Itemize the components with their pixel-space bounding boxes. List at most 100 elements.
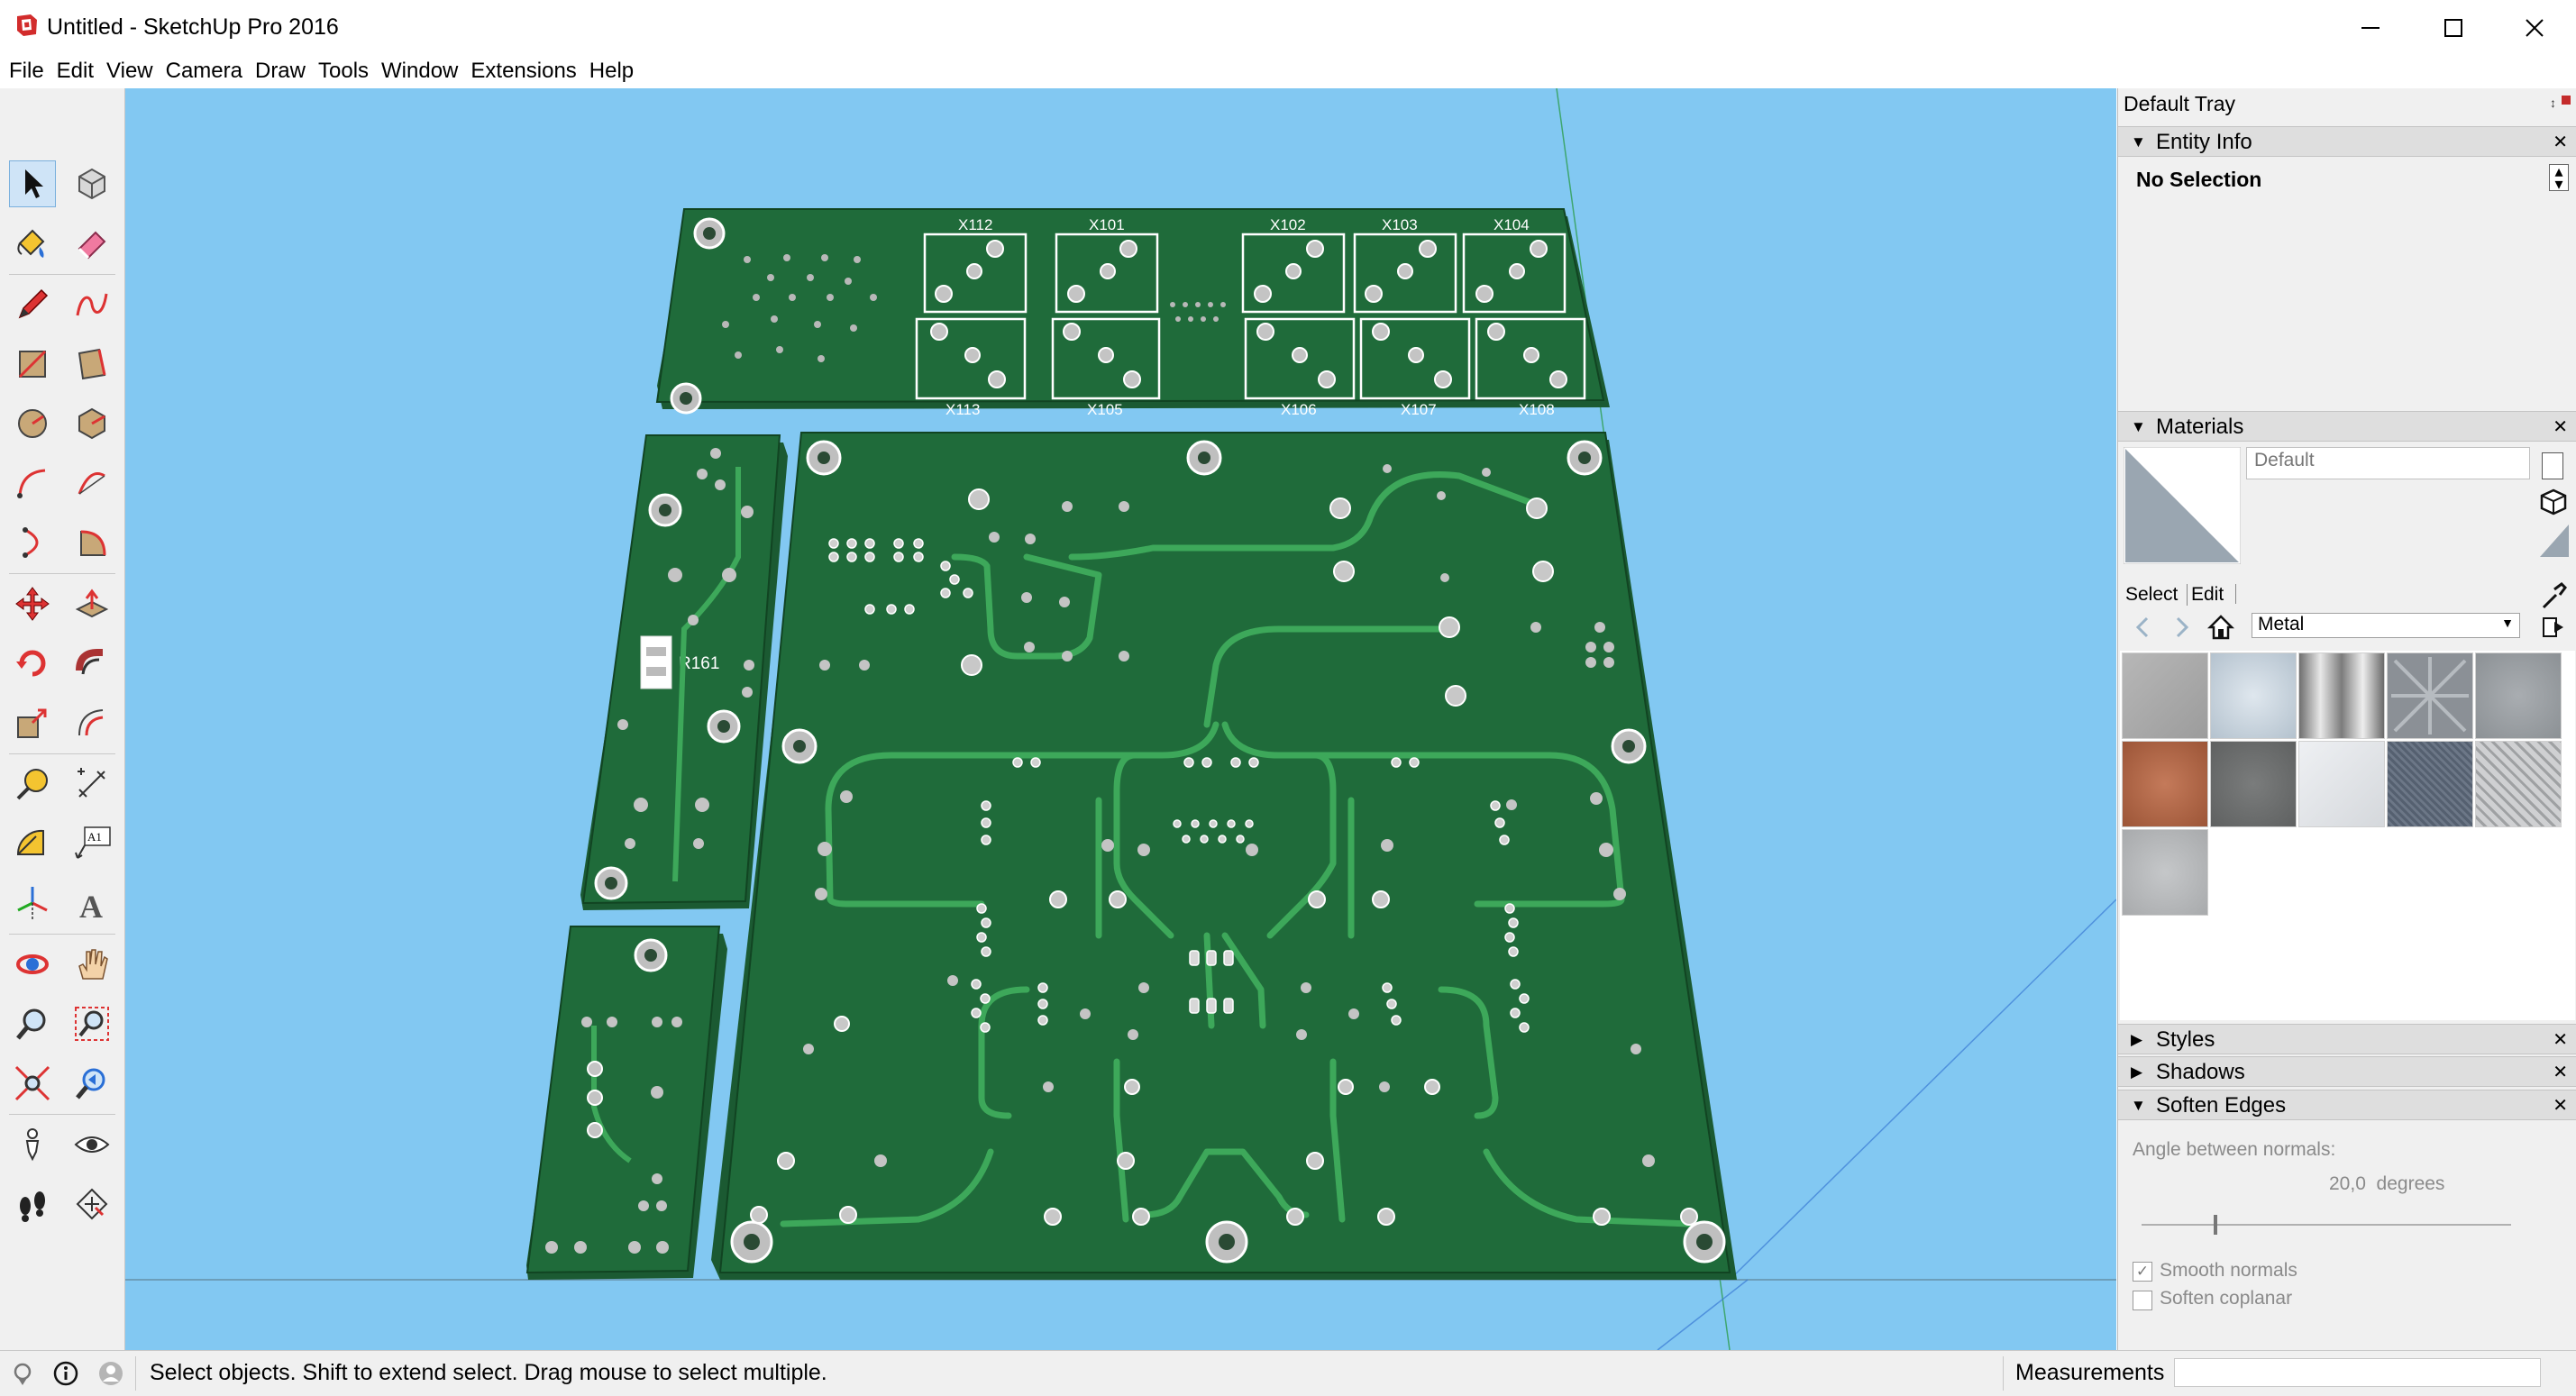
material-swatch[interactable]	[2210, 652, 2297, 739]
position-camera-tool[interactable]	[9, 1121, 56, 1168]
three-point-arc-tool[interactable]	[9, 519, 56, 566]
entity-info-detail-toggle-icon[interactable]: ▴▾	[2549, 163, 2569, 192]
zoom-tool[interactable]	[9, 1000, 56, 1047]
paint-bucket-tool[interactable]	[9, 220, 56, 267]
materials-tab-select[interactable]: Select	[2125, 584, 2179, 605]
arrow-cursor-icon	[25, 169, 43, 198]
maximize-button[interactable]	[2412, 0, 2495, 56]
smooth-normals-checkbox[interactable]: ✓	[2133, 1262, 2152, 1282]
paint-cube-icon[interactable]	[2538, 487, 2569, 517]
default-material-swatch-icon[interactable]	[2540, 525, 2569, 557]
menu-window[interactable]: Window	[381, 59, 459, 83]
tray-pin-icon[interactable]: ↕	[2550, 96, 2556, 110]
arc-tool[interactable]	[9, 460, 56, 506]
sample-paint-eyedropper-icon[interactable]	[2538, 580, 2569, 611]
materials-header[interactable]: ▼ Materials ✕	[2118, 411, 2576, 442]
menu-draw[interactable]: Draw	[254, 59, 306, 83]
follow-me-tool[interactable]	[69, 640, 115, 687]
soften-edges-header[interactable]: ▼ Soften Edges ✕	[2118, 1090, 2576, 1120]
dimension-tool[interactable]	[69, 761, 115, 807]
circle-tool[interactable]	[9, 400, 56, 447]
push-pull-tool[interactable]	[69, 580, 115, 627]
shadows-header[interactable]: ▶ Shadows ✕	[2118, 1056, 2576, 1087]
entity-info-header[interactable]: ▼ Entity Info ✕	[2118, 126, 2576, 157]
pcb-small-board[interactable]	[525, 926, 727, 1280]
menu-camera[interactable]: Camera	[165, 59, 242, 83]
scale-tool[interactable]	[9, 699, 56, 746]
material-swatch[interactable]	[2298, 652, 2385, 739]
material-swatch[interactable]	[2298, 741, 2385, 827]
rotate-tool[interactable]	[9, 640, 56, 687]
move-tool[interactable]	[9, 580, 56, 627]
tape-measure-tool[interactable]	[9, 761, 56, 807]
menu-help[interactable]: Help	[589, 59, 635, 83]
create-material-icon[interactable]	[2542, 452, 2563, 479]
slider-thumb[interactable]	[2214, 1215, 2217, 1235]
3d-text-tool[interactable]: A	[69, 880, 115, 926]
close-icon[interactable]: ✕	[2553, 1063, 2568, 1082]
eraser-tool[interactable]	[69, 220, 115, 267]
menu-extensions[interactable]: Extensions	[470, 59, 577, 83]
two-point-arc-tool[interactable]	[69, 460, 115, 506]
material-name-field[interactable]: Default	[2246, 447, 2530, 479]
previous-view-tool[interactable]	[69, 1060, 115, 1107]
close-icon[interactable]: ✕	[2553, 1030, 2568, 1050]
material-swatch[interactable]	[2387, 652, 2473, 739]
menu-view[interactable]: View	[106, 59, 153, 83]
section-plane-tool[interactable]	[69, 1181, 115, 1227]
pan-tool[interactable]	[69, 941, 115, 988]
select-tool[interactable]	[9, 160, 56, 207]
geo-location-icon[interactable]	[9, 1360, 36, 1387]
rotated-rectangle-icon	[78, 348, 106, 380]
material-swatch[interactable]	[2210, 741, 2297, 827]
modeling-viewport[interactable]: X112 X101 X102 X103 X104 X113 X105 X106 …	[125, 88, 2116, 1350]
material-swatch[interactable]	[2387, 741, 2473, 827]
user-account-icon[interactable]	[97, 1360, 124, 1387]
details-arrow-icon[interactable]	[2542, 615, 2567, 640]
material-swatch[interactable]	[2122, 741, 2208, 827]
offset-tool[interactable]	[69, 699, 115, 746]
materials-tab-edit[interactable]: Edit	[2187, 584, 2224, 606]
measurements-input[interactable]	[2174, 1358, 2541, 1387]
menu-edit[interactable]: Edit	[56, 59, 95, 83]
pcb-left-board[interactable]: R161	[580, 434, 788, 910]
line-tool[interactable]	[9, 281, 56, 328]
menu-tools[interactable]: Tools	[318, 59, 370, 83]
minimize-button[interactable]	[2329, 0, 2412, 56]
back-arrow-icon[interactable]	[2131, 615, 2156, 640]
angle-slider[interactable]	[2142, 1215, 2511, 1236]
walk-tool[interactable]	[9, 1181, 56, 1227]
close-icon[interactable]: ✕	[2553, 132, 2568, 152]
rectangle-tool[interactable]	[9, 341, 56, 388]
text-tool[interactable]: A1	[69, 820, 115, 867]
home-icon[interactable]	[2206, 613, 2235, 642]
close-icon[interactable]: ✕	[2553, 1096, 2568, 1116]
pcb-top-board[interactable]: X112 X101 X102 X103 X104 X113 X105 X106 …	[655, 208, 1610, 418]
soften-coplanar-checkbox[interactable]	[2133, 1291, 2152, 1310]
axes-tool[interactable]	[9, 880, 56, 926]
forward-arrow-icon[interactable]	[2169, 615, 2194, 640]
close-icon[interactable]: ✕	[2553, 417, 2568, 437]
material-swatch[interactable]	[2475, 741, 2562, 827]
material-swatch[interactable]	[2475, 652, 2562, 739]
magnifier-icon	[16, 1008, 46, 1040]
pie-tool[interactable]	[69, 519, 115, 566]
freehand-tool[interactable]	[69, 281, 115, 328]
menu-file[interactable]: File	[9, 59, 44, 83]
styles-header[interactable]: ▶ Styles ✕	[2118, 1024, 2576, 1054]
look-around-tool[interactable]	[69, 1121, 115, 1168]
zoom-extents-tool[interactable]	[9, 1060, 56, 1107]
protractor-tool[interactable]	[9, 820, 56, 867]
material-swatch[interactable]	[2122, 652, 2208, 739]
polygon-tool[interactable]	[69, 400, 115, 447]
credits-info-icon[interactable]	[52, 1360, 79, 1387]
tray-close-icon[interactable]	[2562, 96, 2571, 105]
material-swatch[interactable]	[2122, 829, 2208, 916]
orbit-tool[interactable]	[9, 941, 56, 988]
zoom-window-tool[interactable]	[69, 1000, 115, 1047]
make-component-tool[interactable]	[69, 160, 115, 207]
rotated-rectangle-tool[interactable]	[69, 341, 115, 388]
close-button[interactable]	[2493, 0, 2576, 56]
pcb-main-board[interactable]	[711, 432, 1737, 1280]
material-library-select[interactable]: Metal ▼	[2252, 613, 2520, 638]
